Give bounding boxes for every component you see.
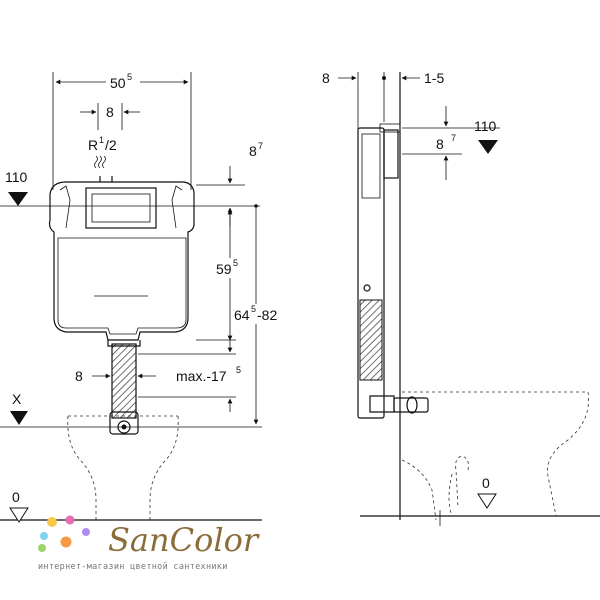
- x-label: X: [12, 391, 22, 407]
- logo-dot: [82, 528, 90, 536]
- flush-pipe: [107, 340, 141, 435]
- cistern-body: [48, 176, 195, 341]
- level-110-value: 110: [5, 169, 28, 185]
- thread-r: R: [88, 137, 98, 153]
- inlet-offset-value: 8: [106, 104, 114, 120]
- x-level-marker: X: [0, 391, 262, 428]
- max-depth-dimension: max.-17 5: [138, 340, 241, 412]
- thread-sup: 1: [99, 135, 104, 145]
- width-value-sup: 5: [127, 72, 132, 82]
- frame-side: [357, 123, 429, 419]
- brand-name: SanColor: [108, 521, 260, 559]
- logo-dot: [38, 544, 46, 552]
- front-floor: 0: [0, 489, 262, 523]
- left-gap-dimension: 8: [322, 70, 386, 86]
- width-dimension: 50 5: [52, 72, 192, 190]
- side-level-110-value: 110: [474, 118, 497, 134]
- total-height-value: 64: [234, 307, 250, 323]
- toilet-bowl-front: [67, 415, 179, 520]
- side-view: 8 1-5 110: [322, 70, 600, 526]
- total-height-tail: -82: [257, 307, 277, 323]
- top-offset-dimension: 8 7: [196, 141, 263, 226]
- max-depth-sup: 5: [236, 365, 241, 375]
- front-view: 50 5 8 R 1 /2: [0, 72, 288, 523]
- logo-dot: [47, 517, 57, 527]
- toilet-bowl-side: [401, 391, 589, 521]
- width-value: 50: [110, 75, 126, 91]
- logo-dot: [60, 536, 72, 548]
- cistern-height-sup: 5: [233, 258, 238, 268]
- side-floor: 0: [360, 475, 600, 526]
- wall-gap-dimension: 1-5: [401, 70, 444, 86]
- flush-plate-frame: [85, 187, 157, 229]
- level-110-marker: 110: [0, 169, 260, 207]
- side-top-offset-sup: 7: [451, 133, 456, 143]
- front-floor-zero: 0: [12, 489, 20, 505]
- left-gap-value: 8: [322, 70, 330, 86]
- inlet-offset-dimension: 8: [80, 103, 140, 130]
- thread-tail: /2: [105, 137, 117, 153]
- side-top-offset-value: 8: [436, 136, 444, 152]
- side-top-offset-dimension: 8 7: [402, 106, 462, 180]
- max-depth-value: max.-17: [176, 368, 227, 384]
- logo-dot: [40, 532, 48, 540]
- inlet-thread-label: R 1 /2: [88, 135, 117, 169]
- wall-gap-value: 1-5: [424, 70, 444, 86]
- side-floor-zero: 0: [482, 475, 490, 491]
- top-offset-value: 8: [249, 143, 257, 159]
- watermark-logo: SanColor интернет-магазин цветной сантех…: [38, 515, 260, 572]
- top-offset-sup: 7: [258, 141, 263, 151]
- logo-dot: [65, 515, 75, 525]
- pipe-offset-dimension: 8: [75, 368, 156, 384]
- pipe-offset-value: 8: [75, 368, 83, 384]
- total-height-sup: 5: [251, 304, 256, 314]
- cistern-height-dimension: 59 5: [196, 209, 248, 341]
- side-level-110-marker: 110: [402, 118, 500, 154]
- cistern-height-value: 59: [216, 261, 232, 277]
- brand-tagline: интернет-магазин цветной сантехники: [38, 562, 228, 572]
- total-height-dimension: 64 5 -82: [232, 204, 288, 425]
